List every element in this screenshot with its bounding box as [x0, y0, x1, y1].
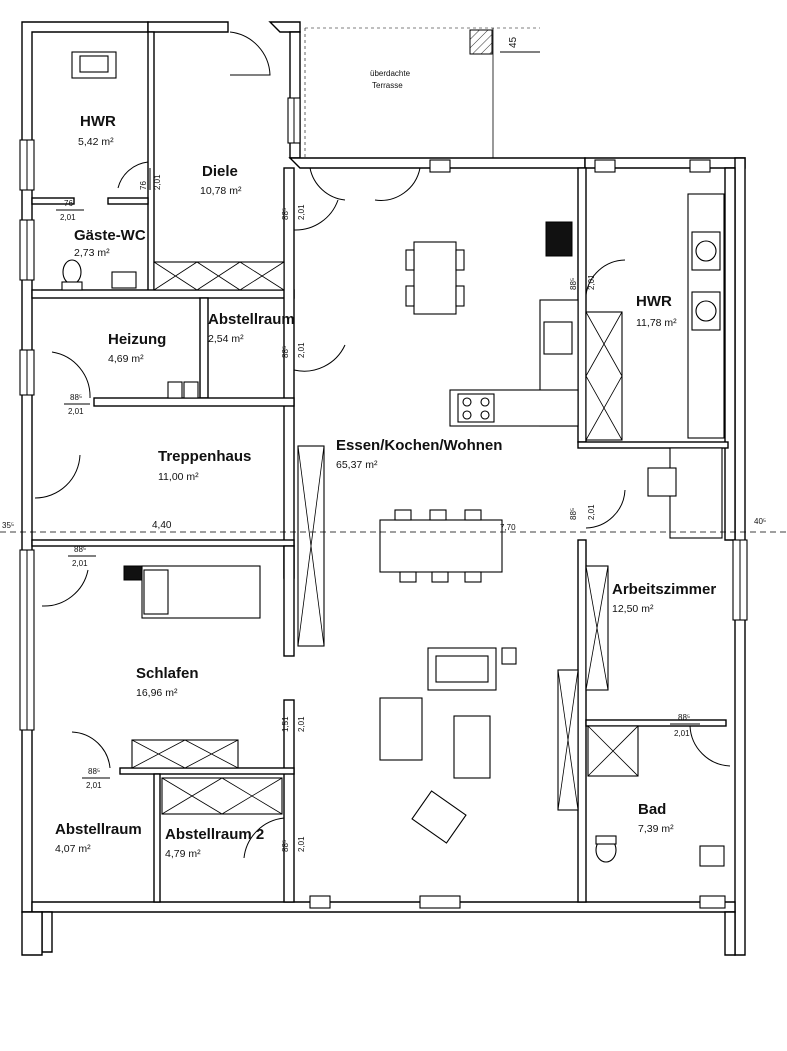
room-name-hwr-left: HWR: [80, 113, 116, 130]
room-name-heizung: Heizung: [108, 331, 166, 348]
dim-885-i: 88⁵: [678, 713, 690, 722]
dim-201-l: 2,01: [297, 716, 306, 732]
terrace-label-line1: überdachte: [370, 69, 411, 78]
dim-76-a: 76: [139, 181, 148, 190]
dim-201-h: 2,01: [72, 559, 88, 568]
room-name-schlafen: Schlafen: [136, 665, 199, 682]
room-area-treppenhaus: 11,00 m²: [158, 471, 199, 483]
room-area-gaeste-wc: 2,73 m²: [74, 247, 110, 259]
room-area-abstellraum-top: 2,54 m²: [208, 333, 244, 345]
room-area-essen: 65,37 m²: [336, 459, 378, 471]
room-area-arbeitszimmer: 12,50 m²: [612, 603, 654, 615]
dim-405: 40⁵: [754, 517, 766, 526]
room-area-hwr-left: 5,42 m²: [78, 136, 114, 148]
dim-201-f: 2,01: [587, 274, 596, 290]
room-name-arbeitszimmer: Arbeitszimmer: [612, 581, 716, 598]
dim-885-h: 88⁵: [281, 840, 290, 852]
dim-201-d: 2,01: [297, 342, 306, 358]
dim-201-e: 2,01: [68, 407, 84, 416]
dim-355: 35⁵: [2, 521, 14, 530]
dim-440: 4,40: [152, 520, 172, 531]
dim-885-g: 88⁵: [88, 767, 100, 776]
terrace-dim: 45: [508, 36, 519, 48]
dim-201-g: 2,01: [587, 504, 596, 520]
dim-885-e: 88⁵: [569, 508, 578, 520]
dim-201-i: 2,01: [86, 781, 102, 790]
room-name-essen: Essen/Kochen/Wohnen: [336, 437, 502, 454]
dimension-labels: 76 2,01 76 2,01 88⁵ 2,01 88⁵ 2,01 88⁵ 2,…: [2, 168, 766, 852]
terrace-label-line2: Terrasse: [372, 81, 403, 90]
dim-151: 1,51: [281, 716, 290, 732]
doors: [34, 31, 731, 859]
dim-885-a: 88⁵: [281, 208, 290, 220]
room-name-gaeste-wc: Gäste-WC: [74, 227, 146, 244]
outer-walls: [21, 21, 746, 956]
terrace: [304, 27, 540, 158]
room-name-treppenhaus: Treppenhaus: [158, 448, 251, 465]
room-area-abstellraum-2: 4,79 m²: [165, 848, 201, 860]
room-name-abstellraum-top: Abstellraum: [208, 311, 295, 328]
dim-885-f: 88⁵: [74, 545, 86, 554]
dim-885-d: 88⁵: [569, 278, 578, 290]
room-area-bad: 7,39 m²: [638, 823, 674, 835]
room-name-abstellraum-2: Abstellraum 2: [165, 826, 264, 843]
room-area-diele: 10,78 m²: [200, 185, 242, 197]
room-area-heizung: 4,69 m²: [108, 353, 144, 365]
dim-201-k: 2,01: [674, 729, 690, 738]
dim-76-b: 76: [64, 199, 73, 208]
dim-201-a: 2,01: [153, 174, 162, 190]
room-name-diele: Diele: [202, 163, 238, 180]
windows: [19, 97, 748, 909]
room-area-hwr-right: 11,78 m²: [636, 317, 677, 329]
room-labels: HWR 5,42 m² Diele 10,78 m² Gäste-WC 2,73…: [55, 36, 716, 860]
furniture: [61, 51, 725, 867]
dim-885-c: 88⁵: [70, 393, 82, 402]
room-area-abstellraum-bl: 4,07 m²: [55, 843, 91, 855]
room-area-schlafen: 16,96 m²: [136, 687, 178, 699]
dim-201-j: 2,01: [297, 836, 306, 852]
room-name-hwr-right: HWR: [636, 293, 672, 310]
dim-201-b: 2,01: [60, 213, 76, 222]
dim-201-c: 2,01: [297, 204, 306, 220]
dim-885-b: 88⁵: [281, 346, 290, 358]
room-name-abstellraum-bl: Abstellraum: [55, 821, 142, 838]
room-name-bad: Bad: [638, 801, 666, 818]
dim-770: 7,70: [500, 523, 516, 532]
